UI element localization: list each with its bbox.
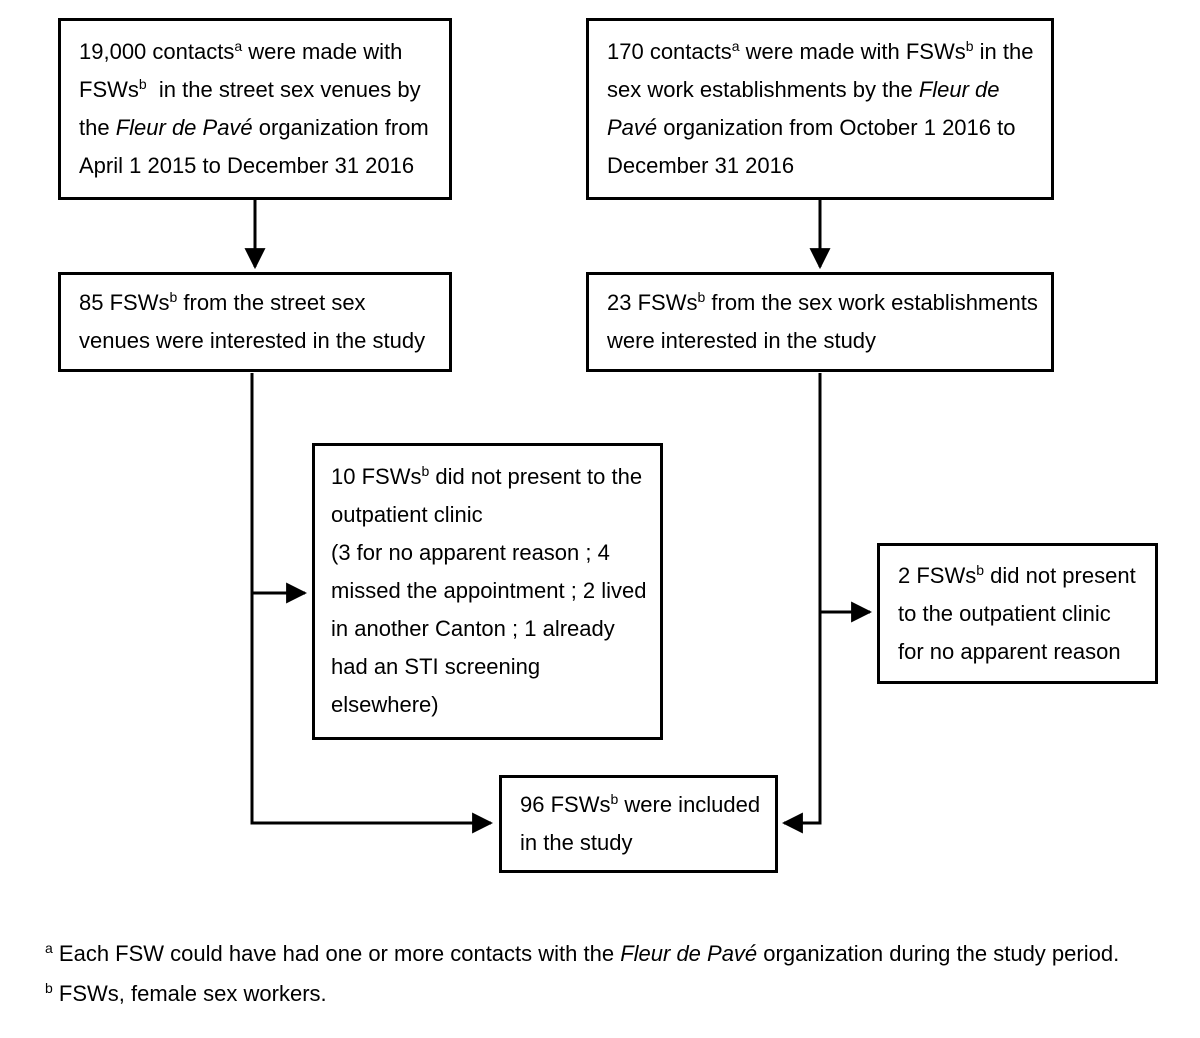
footnotes: a Each FSW could have had one or more co… (45, 934, 1119, 1014)
footnote-a: a Each FSW could have had one or more co… (45, 940, 1120, 966)
box-establishments-contacts: 170 contactsa were made with FSWsb in th… (586, 18, 1054, 200)
connector-establishments-to-included (781, 373, 822, 834)
box-establishments-interested: 23 FSWsb from the sex work establishment… (586, 272, 1054, 372)
footnote-b: b FSWs, female sex workers. (45, 980, 327, 1006)
